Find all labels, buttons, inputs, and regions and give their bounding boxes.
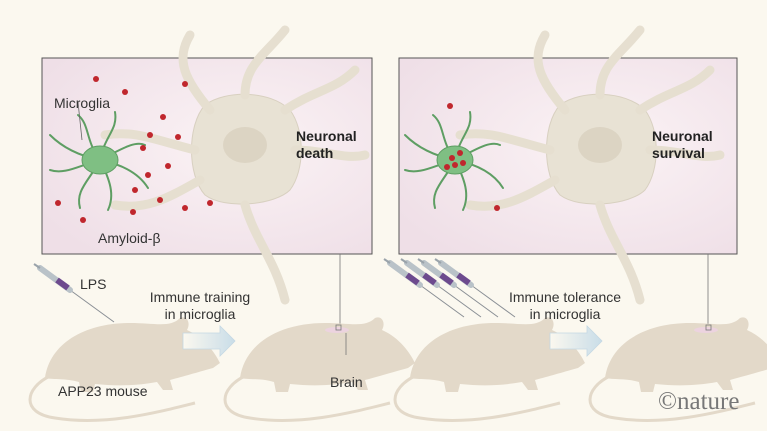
neuronal-death-line2: death xyxy=(296,145,334,161)
immune-training-line2: in microglia xyxy=(164,306,236,322)
syringe-icon xyxy=(401,259,481,317)
syringe-icon xyxy=(34,264,114,322)
immune-training-line1: Immune training xyxy=(149,289,251,305)
mouse-left-after xyxy=(223,315,417,422)
amyloid-label: Amyloid-β xyxy=(98,230,161,246)
amyloid-in-microglia xyxy=(444,103,500,211)
arrow-right-icon xyxy=(182,325,236,357)
neuronal-survival-line2: survival xyxy=(652,145,705,161)
nature-credit: ©nature xyxy=(658,388,740,415)
amyloid-plaques xyxy=(55,76,213,223)
immune-tolerance-line2: in microglia xyxy=(529,306,601,322)
microglia-label: Microglia xyxy=(54,95,111,111)
neuronal-death-line1: Neuronal xyxy=(296,128,357,144)
lps-label: LPS xyxy=(80,276,107,292)
mouse-label: APP23 mouse xyxy=(58,383,148,399)
immune-tolerance-line1: Immune tolerance xyxy=(508,289,622,305)
brain-label: Brain xyxy=(330,374,363,390)
syringe-icon xyxy=(418,259,498,317)
neuronal-survival-line1: Neuronal xyxy=(652,128,713,144)
arrow-right-icon xyxy=(549,325,603,357)
